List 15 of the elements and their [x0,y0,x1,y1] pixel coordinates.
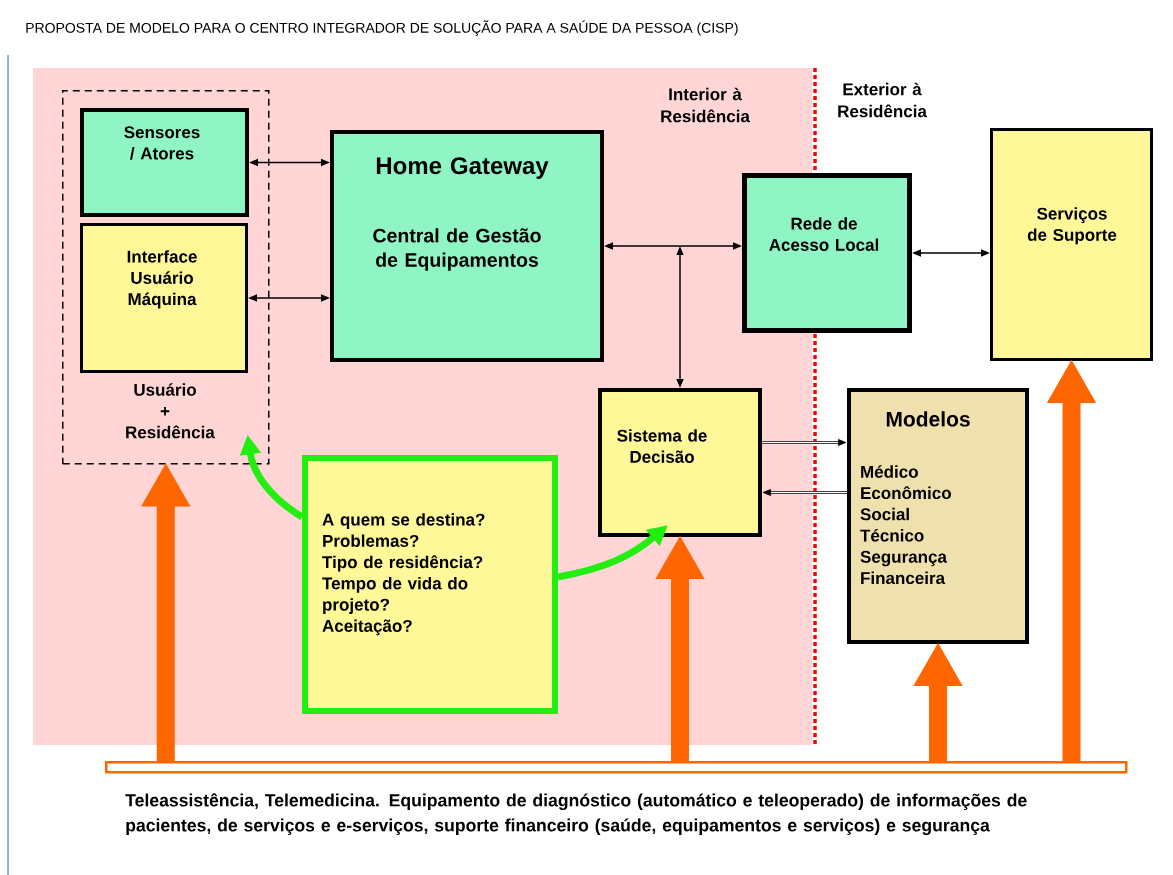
note-box: A quem se destina? Problemas? Tipo de residência? Tempo de vida do projeto? Aceitação? [302,455,558,714]
process-box: Rede de Acesso Local [742,173,912,333]
process-box: Sensores / Atores [80,108,249,217]
arrow [761,439,847,446]
process-box: Serviços de Suporte [990,128,1153,361]
caption-text: Teleassistência, Telemedicina. Equipamento de diagnóstico (automático e teleoperado) de informações de pacientes, de serviços e e-serviços, suporte financeiro (saúde, equipamentos e serviços) e segurança [125,793,1027,836]
process-box: Modelos Médico Econômico Social Técnico Segurança Financeira [847,388,1029,644]
region-label: Exterior à Residência [838,82,927,118]
process-box: Sistema de Decisão [598,388,762,537]
double-bar [105,761,1128,774]
process-box: Home Gateway Central de Gestão de Equipamentos [330,130,604,362]
region-label: Interior à Residência [661,87,750,123]
process-box: Interface Usuário Máquina [80,223,248,373]
arrow [762,489,848,496]
title: PROPOSTA DE MODELO PARA O CENTRO INTEGRADOR DE SOLUÇÃO PARA A SAÚDE DA PESSOA (CISP) [26,20,738,36]
